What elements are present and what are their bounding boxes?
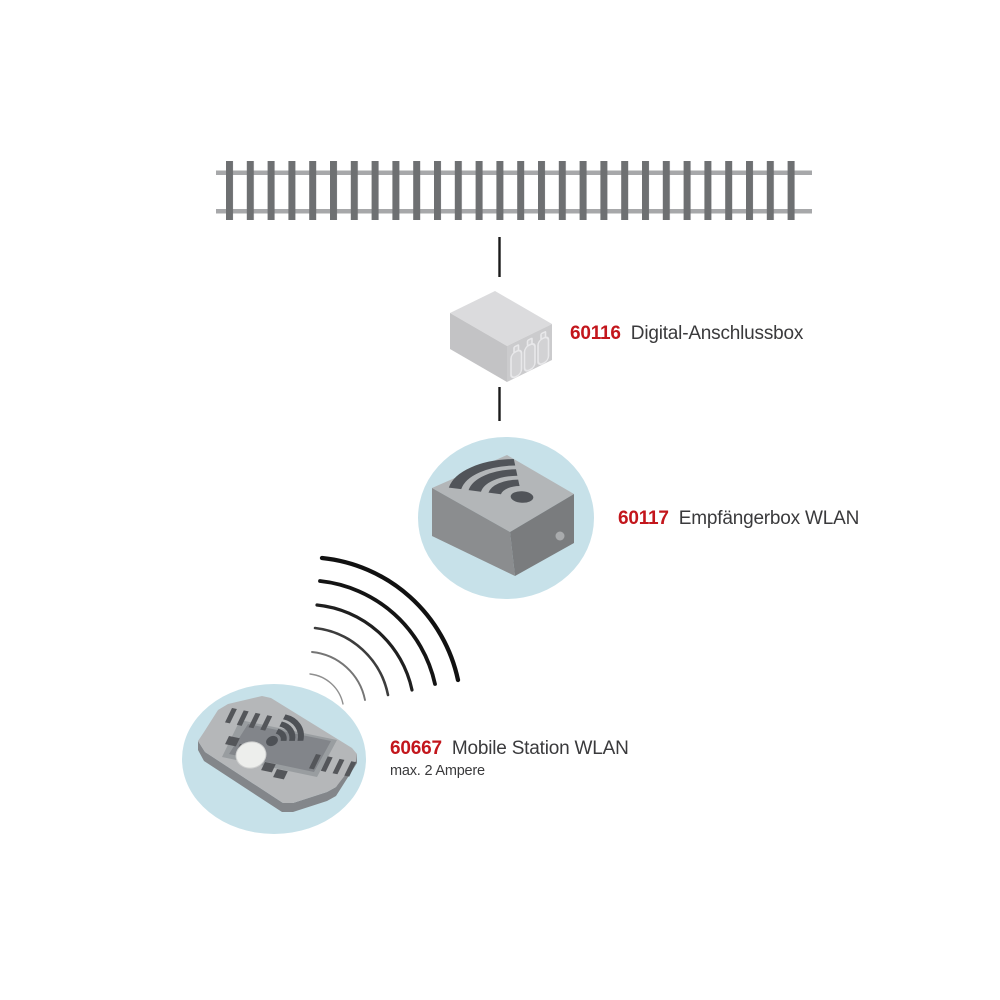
wifi-icon xyxy=(448,459,534,503)
product-number: 60667 xyxy=(390,738,442,759)
led-dot xyxy=(555,531,565,541)
label-mobile-station-wlan: 60667 Mobile Station WLAN max. 2 Ampere xyxy=(390,739,629,779)
label-digital-anschlussbox: 60116 Digital-Anschlussbox xyxy=(570,324,803,343)
product-name: Mobile Station WLAN xyxy=(451,738,629,759)
wifi-waves-icon xyxy=(309,555,461,705)
anschlussbox-left-face xyxy=(450,313,507,382)
wifi-icon-small xyxy=(266,714,304,747)
product-number: 60116 xyxy=(570,323,621,344)
button-strip-right xyxy=(309,754,357,777)
product-note: max. 2 Ampere xyxy=(390,763,485,779)
digital-anschlussbox-graphic xyxy=(450,291,552,382)
railroad-track xyxy=(216,161,812,220)
product-name: Digital-Anschlussbox xyxy=(630,323,804,344)
product-number: 60117 xyxy=(618,508,669,529)
button-strip-top xyxy=(225,708,273,731)
connector-ports-icon xyxy=(510,331,550,379)
mobile-station-side xyxy=(198,741,357,812)
empfaengerbox-group xyxy=(418,437,594,599)
empfaengerbox-left-face xyxy=(432,488,515,576)
control-knob xyxy=(235,741,267,769)
label-empfaengerbox-wlan: 60117 Empfängerbox WLAN xyxy=(618,509,859,528)
screen-inner xyxy=(229,724,331,772)
mobile-station-group xyxy=(182,684,366,834)
product-name: Empfängerbox WLAN xyxy=(678,508,860,529)
anschlussbox-top-face xyxy=(450,291,552,346)
empfaengerbox-right-face xyxy=(510,494,574,576)
track-sleepers xyxy=(226,161,802,220)
